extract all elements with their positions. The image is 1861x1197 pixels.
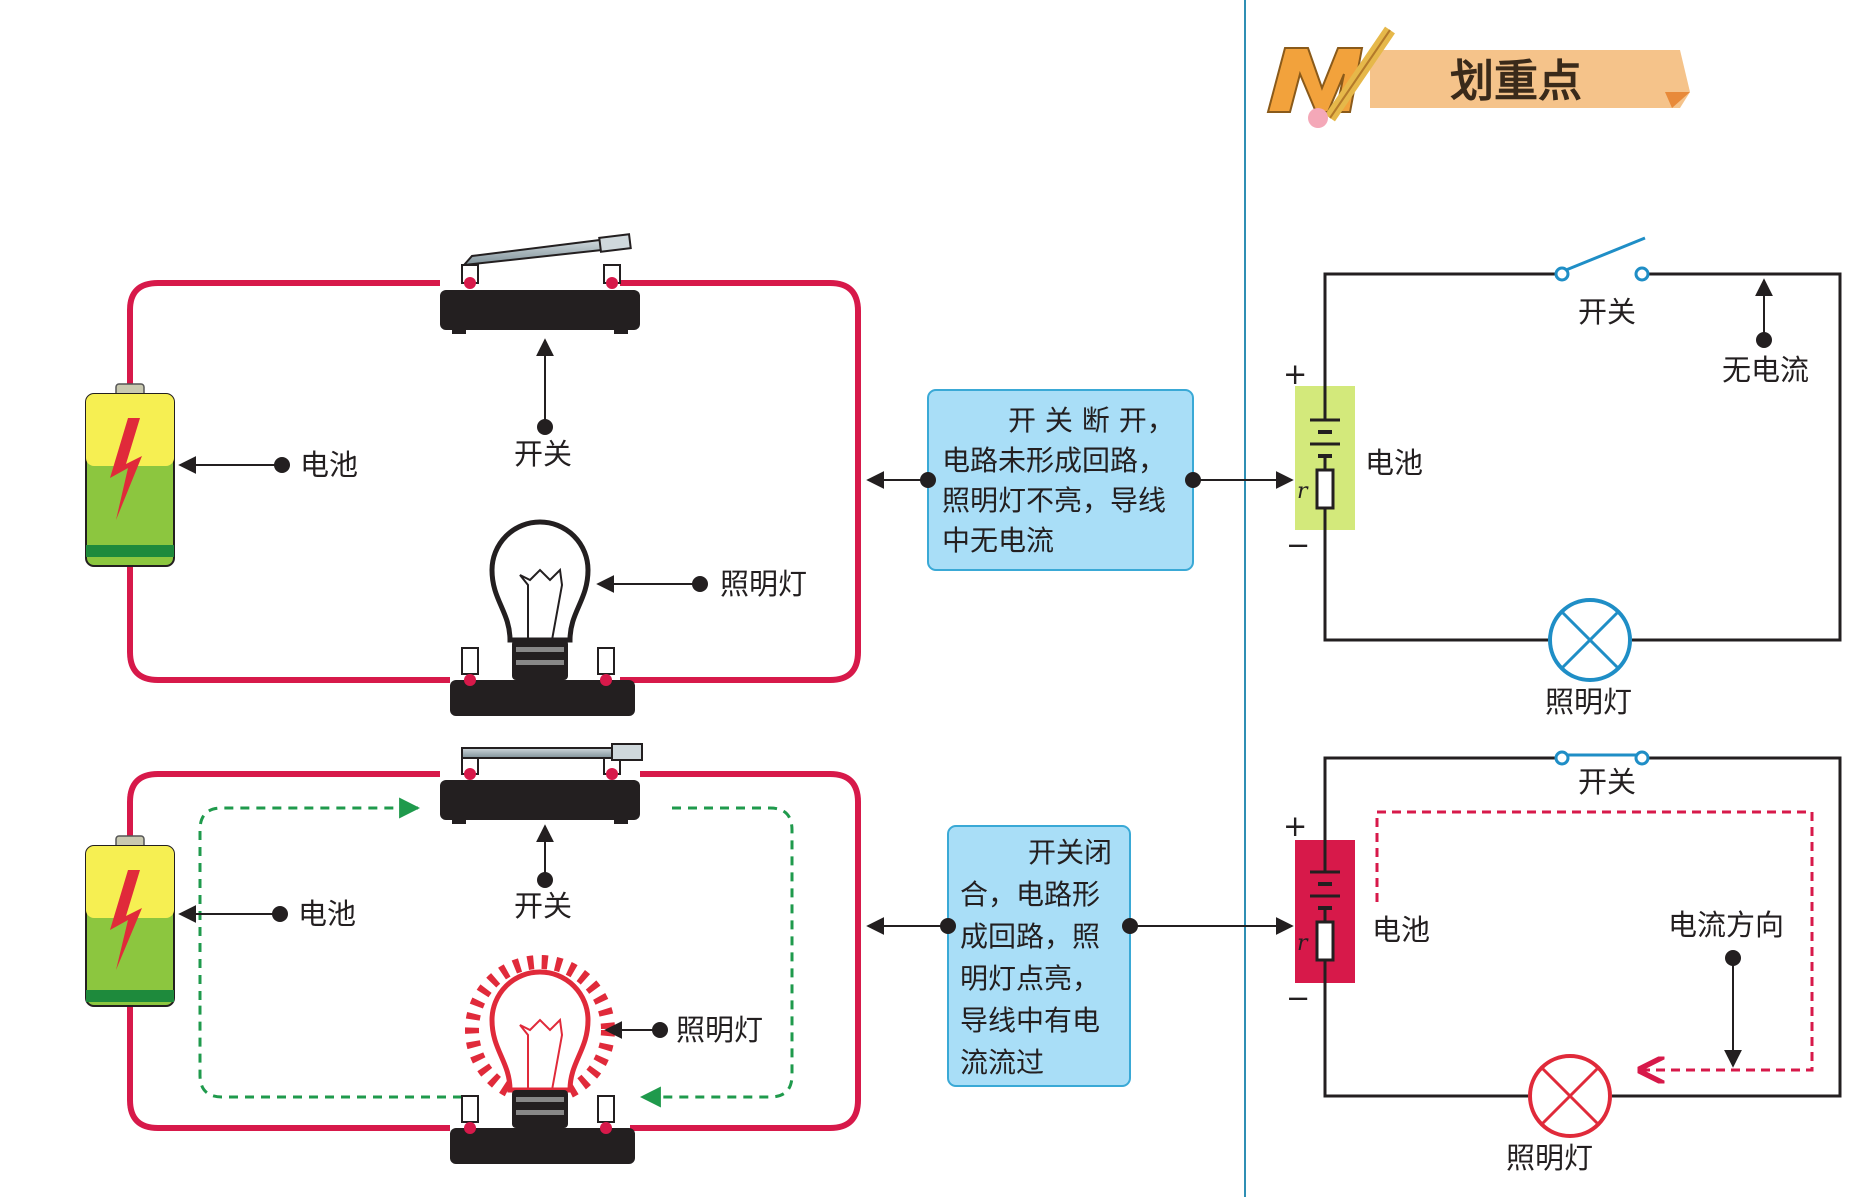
schematic-switch-closed (1554, 750, 1650, 766)
explanation-line: 中无电流 (942, 524, 1054, 557)
label-switch: 开关 (514, 889, 572, 923)
label-battery: 电池 (298, 897, 356, 931)
label-battery: 电池 (300, 448, 358, 482)
explanation-line: 成回路，照 (960, 920, 1100, 953)
schematic-label-lamp: 照明灯 (1545, 685, 1632, 719)
current-direction-path (1375, 810, 1814, 1070)
schematic-label-battery: 电池 (1365, 446, 1423, 480)
knife-switch-open (440, 233, 640, 334)
schematic-r: r (1297, 931, 1309, 956)
explanation-box-open: 开 关 断 开， 电路未形成回路， 照明灯不亮，导线 中无电流 (866, 389, 1294, 571)
knife-switch-closed (440, 743, 643, 824)
explanation-line: 导线中有电 (960, 1004, 1100, 1037)
schematic-minus: − (1286, 981, 1310, 1015)
schematic-battery (1295, 386, 1355, 530)
current-flow-path (198, 1000, 462, 1099)
open-circuit-schematic: 开关 无电流 + − r 电池 照明灯 (1283, 236, 1842, 719)
battery-icon (85, 383, 175, 567)
explanation-line: 开关闭 (1028, 836, 1112, 869)
ruler-pencil-icon (1266, 26, 1395, 128)
schematic-label-no-current: 无电流 (1722, 353, 1809, 387)
schematic-label-battery: 电池 (1372, 913, 1430, 947)
schematic-battery (1295, 840, 1355, 983)
schematic-label-lamp: 照明灯 (1506, 1141, 1593, 1175)
label-lamp: 照明灯 (676, 1013, 763, 1047)
header-title: 划重点 (1450, 56, 1582, 107)
schematic-label-current-direction: 电流方向 (1668, 908, 1784, 942)
label-lamp: 照明灯 (720, 567, 807, 601)
wire-loop (127, 280, 861, 683)
schematic-lamp-icon (1528, 1054, 1612, 1138)
schematic-plus: + (1283, 357, 1307, 391)
light-bulb-off-icon (450, 519, 635, 716)
label-switch: 开关 (514, 437, 572, 471)
schematic-label-switch: 开关 (1578, 295, 1636, 329)
wire-loop (127, 771, 861, 1131)
header-banner: 划重点 (1266, 26, 1690, 128)
closed-circuit-illustration: 开关 电池 照明灯 (85, 743, 861, 1164)
closed-circuit-schematic: 开关 电流方向 + − r 电池 照明灯 (1283, 750, 1842, 1175)
explanation-line: 开 关 断 开， (1008, 404, 1175, 437)
explanation-line: 合，电路形 (960, 878, 1100, 911)
light-bulb-on-icon (450, 955, 635, 1164)
open-circuit-illustration: 开关 电池 照明灯 (85, 233, 861, 716)
schematic-lamp-icon (1548, 598, 1632, 682)
battery-icon (85, 835, 175, 1007)
explanation-line: 明灯点亮， (960, 962, 1100, 995)
explanation-line: 照明灯不亮，导线 (942, 484, 1166, 517)
explanation-line: 流流过 (960, 1046, 1044, 1079)
current-flow-path (639, 806, 794, 1108)
schematic-plus: + (1283, 809, 1307, 843)
schematic-label-switch: 开关 (1578, 765, 1636, 799)
schematic-minus: − (1286, 528, 1310, 562)
explanation-box-closed: 开关闭 合，电路形 成回路，照 明灯点亮， 导线中有电 流流过 (866, 825, 1294, 1087)
schematic-r: r (1297, 479, 1309, 504)
explanation-line: 电路未形成回路， (942, 444, 1166, 477)
schematic-switch-open (1554, 236, 1650, 282)
